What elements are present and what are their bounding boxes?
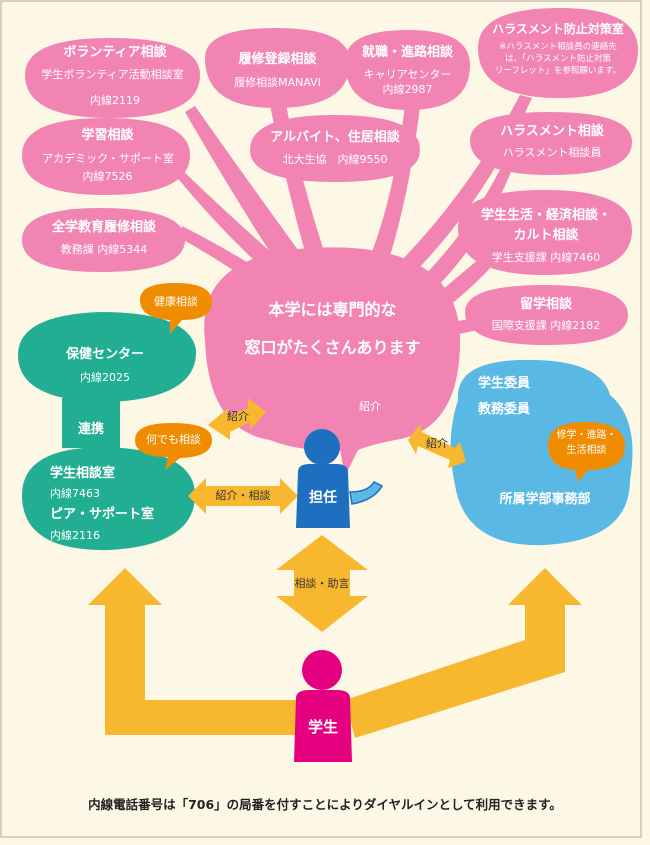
tag-anything xyxy=(135,423,212,470)
center-line2: 窓口がたくさんあります xyxy=(244,338,421,357)
study-ext: 内線7526 xyxy=(82,170,133,183)
harassment-prevention-note2: は、「ハラスメント防止対策 xyxy=(504,54,612,64)
health-title: 保健センター xyxy=(65,347,144,362)
footer-note: 内線電話番号は「706」の局番を付すことによりダイヤルインとして利用できます。 xyxy=(88,797,562,812)
anything-tag: 何でも相談 xyxy=(146,433,201,446)
bubble-counseling xyxy=(22,447,195,551)
bubble-parttime xyxy=(250,115,420,182)
green-group xyxy=(18,312,197,551)
center-line1: 本学には専門的な xyxy=(268,300,397,319)
generaled-title: 全学教育履修相談 xyxy=(51,220,156,235)
harassment-prevention-note3: リーフレット」を参照願います。 xyxy=(494,66,622,76)
tail-volunteer xyxy=(185,106,298,260)
faculty-academic: 教務委員 xyxy=(478,402,531,417)
career-office: キャリアセンター xyxy=(363,68,452,81)
student-body xyxy=(294,690,352,762)
orange-tags xyxy=(135,283,625,482)
arrow-intro-right xyxy=(408,424,466,468)
harassment-prevention-note1: ※ハラスメント相談員の連絡先 xyxy=(499,42,617,52)
career-ext: 内線2987 xyxy=(382,83,433,96)
health-tag: 健康相談 xyxy=(154,295,198,308)
harassment-prevention-title: ハラスメント防止対策室 xyxy=(492,22,624,36)
parttime-office: 北大生協 内線9550 xyxy=(282,153,388,166)
tag-faculty xyxy=(548,422,625,482)
generaled-office: 教務課 内線5344 xyxy=(60,243,148,256)
study-office: アカデミック・サポート室 xyxy=(42,152,174,165)
arrow-intro-consult-label: 紹介・相談 xyxy=(215,489,271,502)
bubble-abroad xyxy=(465,285,628,345)
teacher-hand xyxy=(349,481,384,505)
arrow-advice xyxy=(276,535,368,632)
abroad-title: 留学相談 xyxy=(519,297,572,312)
arrow-intro-right-label: 紹介 xyxy=(426,437,448,450)
link-connector xyxy=(62,398,120,448)
bubble-harassment xyxy=(470,112,632,175)
faculty-committee: 学生委員 xyxy=(478,376,531,391)
teacher-label: 担任 xyxy=(309,490,337,506)
center-intro: 紹介 xyxy=(359,400,381,413)
bubble-center xyxy=(204,247,461,476)
parttime-title: アルバイト、住居相談 xyxy=(270,130,400,145)
volunteer-title: ボランティア相談 xyxy=(63,45,167,60)
link-label: 連携 xyxy=(77,422,104,437)
teacher-body xyxy=(296,464,350,528)
student-head xyxy=(302,650,342,690)
arrow-intro-consult xyxy=(188,478,298,514)
studentlife-title2: カルト相談 xyxy=(513,228,579,243)
bubble-studentlife xyxy=(458,190,632,275)
tail-study xyxy=(175,168,282,275)
arrow-intro-left xyxy=(208,398,266,440)
faculty-tag1: 修学・進路・ xyxy=(556,430,617,441)
registration-office: 履修相談MANAVI xyxy=(234,76,321,89)
career-title: 就職・進路相談 xyxy=(361,45,453,60)
bubble-registration xyxy=(205,28,350,108)
study-title: 学習相談 xyxy=(81,128,134,143)
volunteer-ext: 内線2119 xyxy=(90,94,140,107)
student-figure xyxy=(294,650,352,762)
bubble-study xyxy=(22,118,190,195)
student-label: 学生 xyxy=(307,718,338,736)
harassment-title: ハラスメント相談 xyxy=(500,124,604,139)
teacher-figure xyxy=(296,429,384,528)
registration-title: 履修登録相談 xyxy=(238,52,317,67)
health-ext: 内線2025 xyxy=(80,371,130,384)
volunteer-office: 学生ボランティア活動相談室 xyxy=(41,68,184,81)
pink-bubbles xyxy=(22,8,638,476)
bubble-volunteer xyxy=(25,38,200,118)
harassment-office: ハラスメント相談員 xyxy=(502,146,602,159)
yellow-arrows xyxy=(88,398,582,738)
arrow-student-right xyxy=(345,568,582,738)
studentlife-title1: 学生生活・経済相談・ xyxy=(480,208,611,223)
counseling-ext2: 内線2116 xyxy=(50,529,100,542)
faculty-tag2: 生活相談 xyxy=(566,445,607,456)
counseling-title: 学生相談室 xyxy=(50,466,116,481)
bubble-generaled xyxy=(22,208,185,272)
bubble-career xyxy=(345,30,470,110)
arrow-intro-left-label: 紹介 xyxy=(227,410,249,423)
bubble-faculty xyxy=(450,359,633,546)
bubble-harassment-prev xyxy=(478,8,638,98)
bubble-health xyxy=(18,312,197,402)
page-border xyxy=(0,0,642,838)
arrow-student-left xyxy=(88,568,310,735)
arrow-advice-label: 相談・助言 xyxy=(294,577,350,590)
tag-health xyxy=(140,283,212,334)
peer-support-title: ピア・サポート室 xyxy=(50,507,155,522)
studentlife-office: 学生支援課 内線7460 xyxy=(491,251,601,264)
abroad-office: 国際支援課 内線2182 xyxy=(491,319,601,332)
teacher-head xyxy=(304,429,340,465)
counseling-ext1: 内線7463 xyxy=(50,487,100,500)
faculty-office: 所属学部事務部 xyxy=(499,492,591,507)
